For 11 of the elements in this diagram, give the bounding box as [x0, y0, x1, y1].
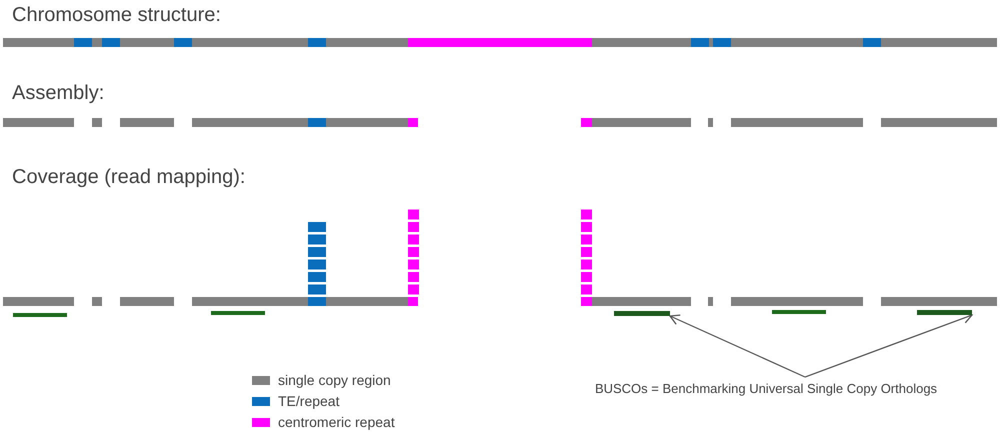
section-heading: Coverage (read mapping):	[12, 165, 246, 190]
arrow	[669, 314, 806, 378]
busco-bar	[614, 311, 670, 316]
legend-label: single copy region	[278, 371, 391, 390]
busco-bar	[917, 310, 972, 315]
annotation-text: BUSCOs = Benchmarking Universal Single Copy Orthologs	[594, 380, 938, 398]
section-heading: Chromosome structure:	[12, 3, 221, 28]
arrow	[804, 312, 973, 378]
legend-label: TE/repeat	[278, 392, 340, 411]
section-heading: Assembly:	[12, 81, 104, 106]
legend-label: centromeric repeat	[278, 413, 395, 432]
